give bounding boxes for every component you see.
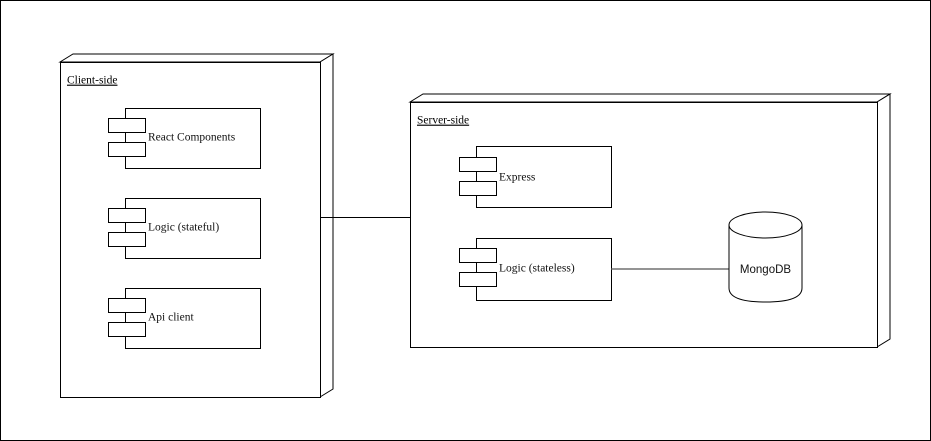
node-server-side[interactable]: Server-side Express Logic (stateless) xyxy=(408,93,892,348)
component-react-components-body xyxy=(125,108,261,169)
component-logic-stateful-body xyxy=(125,198,261,259)
component-api-client-body xyxy=(125,288,261,349)
component-api-client-tab-upper-icon xyxy=(108,298,146,313)
component-express-tab-lower-icon xyxy=(459,181,497,196)
node-client-side[interactable]: Client-side React Components Logic (stat… xyxy=(58,53,335,398)
component-logic-stateless-body xyxy=(476,238,612,301)
component-logic-stateful-tab-upper-icon xyxy=(108,208,146,223)
database-mongodb-cylinder-top-icon xyxy=(728,211,803,239)
component-react-components[interactable]: React Components xyxy=(108,108,261,169)
component-express-body xyxy=(476,146,612,208)
database-mongodb-cylinder-body xyxy=(728,224,803,303)
node-server-side-front-face xyxy=(410,102,878,348)
component-api-client[interactable]: Api client xyxy=(108,288,261,349)
node-client-side-top-face xyxy=(58,53,335,63)
component-express[interactable]: Express xyxy=(459,146,612,208)
component-logic-stateful-label: Logic (stateful) xyxy=(148,222,219,234)
component-logic-stateful[interactable]: Logic (stateful) xyxy=(108,198,261,259)
component-logic-stateful-tab-lower-icon xyxy=(108,232,146,247)
component-logic-stateless-tab-lower-icon xyxy=(459,272,497,287)
node-client-side-side-face xyxy=(319,53,334,398)
node-server-side-label: Server-side xyxy=(417,115,469,127)
database-mongodb-label: MongoDB xyxy=(740,264,791,276)
node-server-side-side-face xyxy=(876,93,891,348)
component-express-tab-upper-icon xyxy=(459,157,497,172)
component-logic-stateless[interactable]: Logic (stateless) xyxy=(459,238,612,301)
component-express-label: Express xyxy=(499,172,536,184)
node-client-side-label: Client-side xyxy=(67,75,117,87)
node-server-side-top-face xyxy=(408,93,892,103)
component-react-components-label: React Components xyxy=(148,132,236,144)
component-api-client-tab-lower-icon xyxy=(108,322,146,337)
database-mongodb[interactable]: MongoDB xyxy=(728,211,803,303)
component-react-components-tab-upper-icon xyxy=(108,118,146,133)
component-logic-stateless-label: Logic (stateless) xyxy=(499,263,575,275)
component-react-components-tab-lower-icon xyxy=(108,142,146,157)
component-logic-stateless-tab-upper-icon xyxy=(459,248,497,263)
component-api-client-label: Api client xyxy=(148,312,194,324)
